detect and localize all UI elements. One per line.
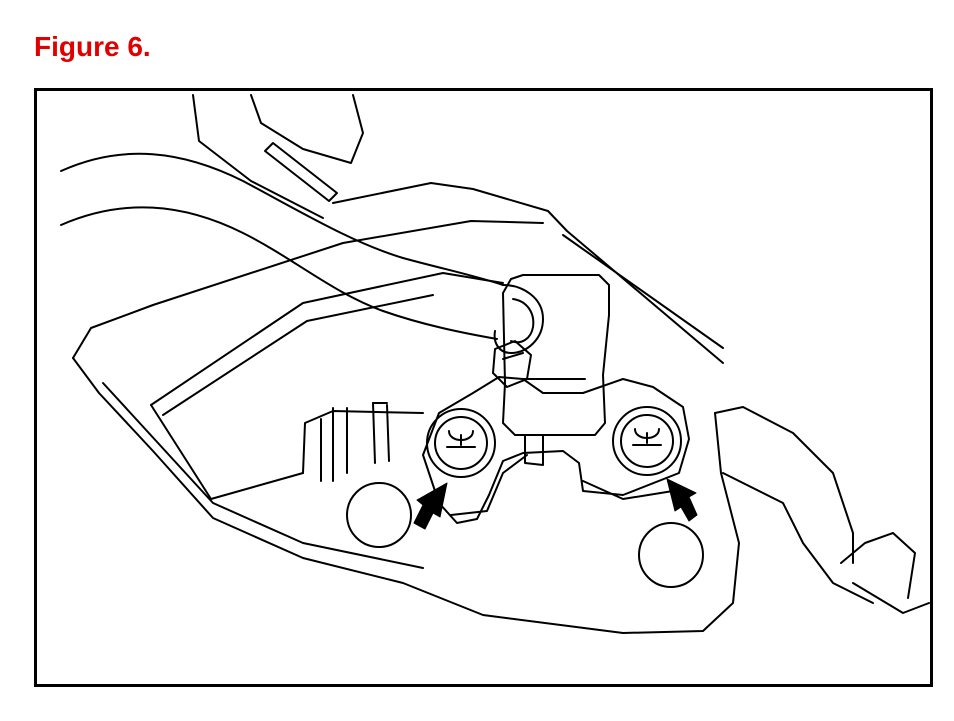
mounting-bracket	[422, 376, 690, 524]
main-housing	[72, 220, 740, 634]
left-mounting-bolt-arrow	[413, 482, 448, 530]
upper-background-panel	[192, 94, 724, 364]
left-housing-hole	[346, 482, 412, 548]
figure-title: Figure 6.	[34, 31, 151, 62]
wire-harness	[60, 152, 544, 388]
figure-frame	[34, 88, 933, 687]
right-mounting-bolt-arrow	[666, 478, 698, 522]
right-side-structure	[714, 406, 930, 614]
right-housing-hole	[638, 522, 704, 588]
left-mounting-bolt	[426, 408, 496, 478]
sensor-body	[502, 274, 610, 466]
right-mounting-bolt	[612, 406, 682, 476]
line-drawing	[60, 94, 930, 634]
